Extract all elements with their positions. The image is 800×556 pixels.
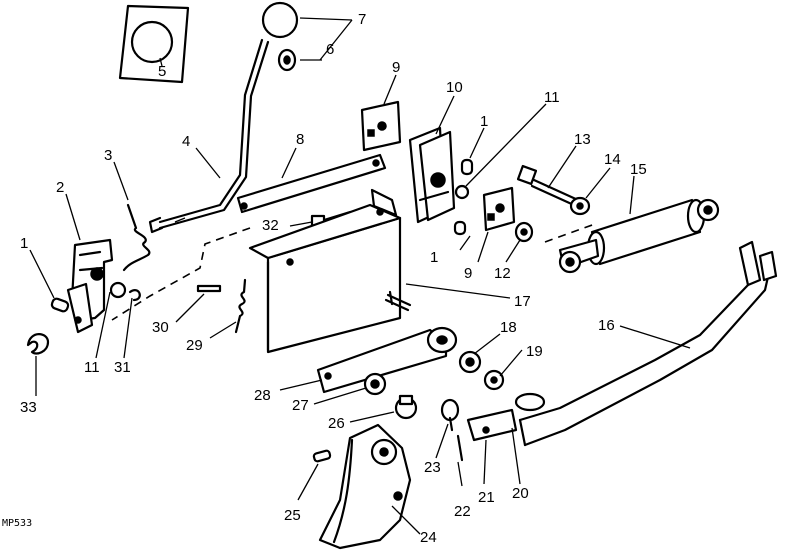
part-13-bolt: [516, 164, 580, 208]
part-6-nut: [277, 48, 297, 72]
callout-18: 18: [500, 319, 517, 336]
part-3-spring: [122, 203, 151, 272]
callout-25: 25: [284, 507, 301, 524]
callout-17: 17: [514, 293, 531, 310]
part-23-bolt: [440, 398, 460, 432]
part-28-link: [316, 326, 458, 394]
leader-lines: [29, 17, 691, 535]
part-12-nut: [514, 221, 534, 243]
callout-12: 12: [494, 265, 511, 282]
callout-1-lower: 1: [430, 249, 438, 266]
callout-26: 26: [328, 415, 345, 432]
callout-9-lower: 9: [464, 265, 472, 282]
callout-29: 29: [186, 337, 203, 354]
part-25-pin: [312, 449, 332, 463]
callout-13: 13: [574, 131, 591, 148]
callout-6: 6: [326, 41, 334, 58]
part-1-pin-upper: [460, 158, 474, 176]
part-21-clamp: [466, 408, 518, 442]
callout-30: 30: [152, 319, 169, 336]
figure-code: MP533: [2, 518, 32, 529]
part-7-knob: [261, 1, 299, 39]
part-14-nut: [569, 196, 591, 216]
part-30-cable: [111, 227, 251, 321]
callout-27: 27: [292, 397, 309, 414]
part-22-pin: [456, 434, 464, 462]
callout-20: 20: [512, 485, 529, 502]
part-15-cylinder: [558, 198, 720, 274]
callout-8: 8: [296, 131, 304, 148]
callout-1-left: 1: [20, 235, 28, 252]
part-9-plate-lower: [482, 186, 516, 232]
callout-9-top: 9: [392, 59, 400, 76]
part-24-shield: [318, 423, 412, 550]
callout-32: 32: [262, 217, 279, 234]
part-16-arm: [514, 240, 778, 447]
part-9-plate-top: [360, 100, 402, 152]
callout-11-right: 11: [544, 89, 560, 106]
part-29-spring: [234, 278, 247, 334]
callout-10: 10: [446, 79, 463, 96]
callout-23: 23: [424, 459, 441, 476]
part-26-bolt: [394, 394, 418, 420]
part-19-nut: [483, 369, 505, 391]
callout-33: 33: [20, 399, 37, 416]
callout-22: 22: [454, 503, 471, 520]
part-33-clip: [26, 333, 50, 355]
callout-7: 7: [358, 11, 366, 28]
callout-3: 3: [104, 147, 112, 164]
part-17-stud: [384, 290, 412, 312]
part-8-bar: [236, 153, 387, 214]
part-18-bushing: [458, 350, 482, 374]
part-10-bracket: [408, 126, 456, 224]
callout-5: 5: [158, 63, 166, 80]
callout-4: 4: [182, 133, 190, 150]
part-27-bushing: [363, 372, 387, 396]
callout-1-upper: 1: [480, 113, 488, 130]
callout-16: 16: [598, 317, 615, 334]
callout-15: 15: [630, 161, 647, 178]
part-5-decal: [118, 4, 190, 84]
part-11-bushing: [454, 184, 470, 200]
main-plate: [248, 188, 402, 354]
part-4-lever: [158, 38, 264, 224]
callout-11-left: 11: [84, 359, 100, 376]
callout-24: 24: [420, 529, 437, 546]
callout-21: 21: [478, 489, 495, 506]
callout-labels: 7 6 5 4 8 9 10 11 1 13 14 15 3 2 1 32 1 …: [20, 11, 647, 546]
callout-19: 19: [526, 343, 543, 360]
callout-28: 28: [254, 387, 271, 404]
callout-14: 14: [604, 151, 621, 168]
callout-31: 31: [114, 359, 131, 376]
part-2-bracket: [66, 238, 114, 334]
callout-2: 2: [56, 179, 64, 196]
part-1-pin-left: [50, 297, 70, 313]
